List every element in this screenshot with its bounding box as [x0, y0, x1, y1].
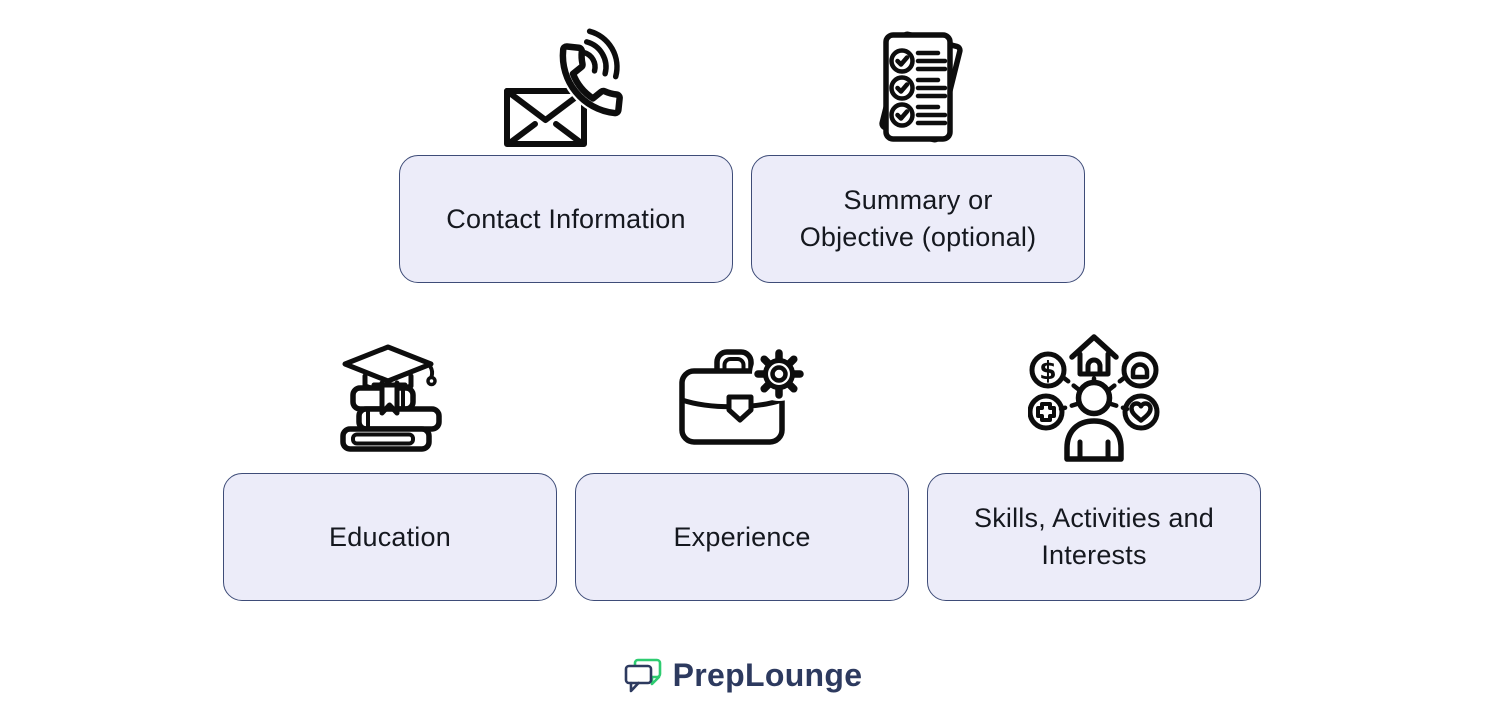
brand-name: PrepLounge — [672, 656, 863, 693]
books-graduation-cap-icon — [340, 344, 442, 452]
section-skills-activities-interests: $ Skills, Activities and I — [927, 327, 1261, 601]
section-summary-objective: Summary or Objective (optional) — [751, 20, 1085, 283]
preplounge-speech-bubbles-icon — [624, 658, 661, 693]
briefcase-gear-icon — [679, 347, 806, 445]
card-education: Education — [223, 473, 557, 601]
person-interests-icon: $ — [1028, 334, 1160, 462]
card-experience: Experience — [575, 473, 909, 601]
card-label: Contact Information — [446, 203, 686, 234]
card-label: Experience — [673, 521, 811, 552]
card-label: Summary or Objective (optional) — [799, 185, 1037, 252]
row-bottom: Education — [0, 327, 1484, 601]
footer-brand: PrepLounge — [0, 655, 1484, 695]
card-label: Skills, Activities and Interests — [974, 503, 1214, 570]
svg-text:$: $ — [1039, 356, 1056, 385]
section-experience: Experience — [575, 327, 909, 601]
card-label: Education — [329, 521, 451, 552]
card-summary-objective: Summary or Objective (optional) — [751, 155, 1085, 283]
section-education: Education — [223, 327, 557, 601]
section-contact-information: Contact Information — [399, 20, 733, 283]
card-contact-information: Contact Information — [399, 155, 733, 283]
checklist-icon — [879, 31, 963, 142]
card-skills-activities-interests: Skills, Activities and Interests — [927, 473, 1261, 601]
row-top: Contact Information — [0, 20, 1484, 283]
mail-phone-icon — [504, 28, 626, 147]
